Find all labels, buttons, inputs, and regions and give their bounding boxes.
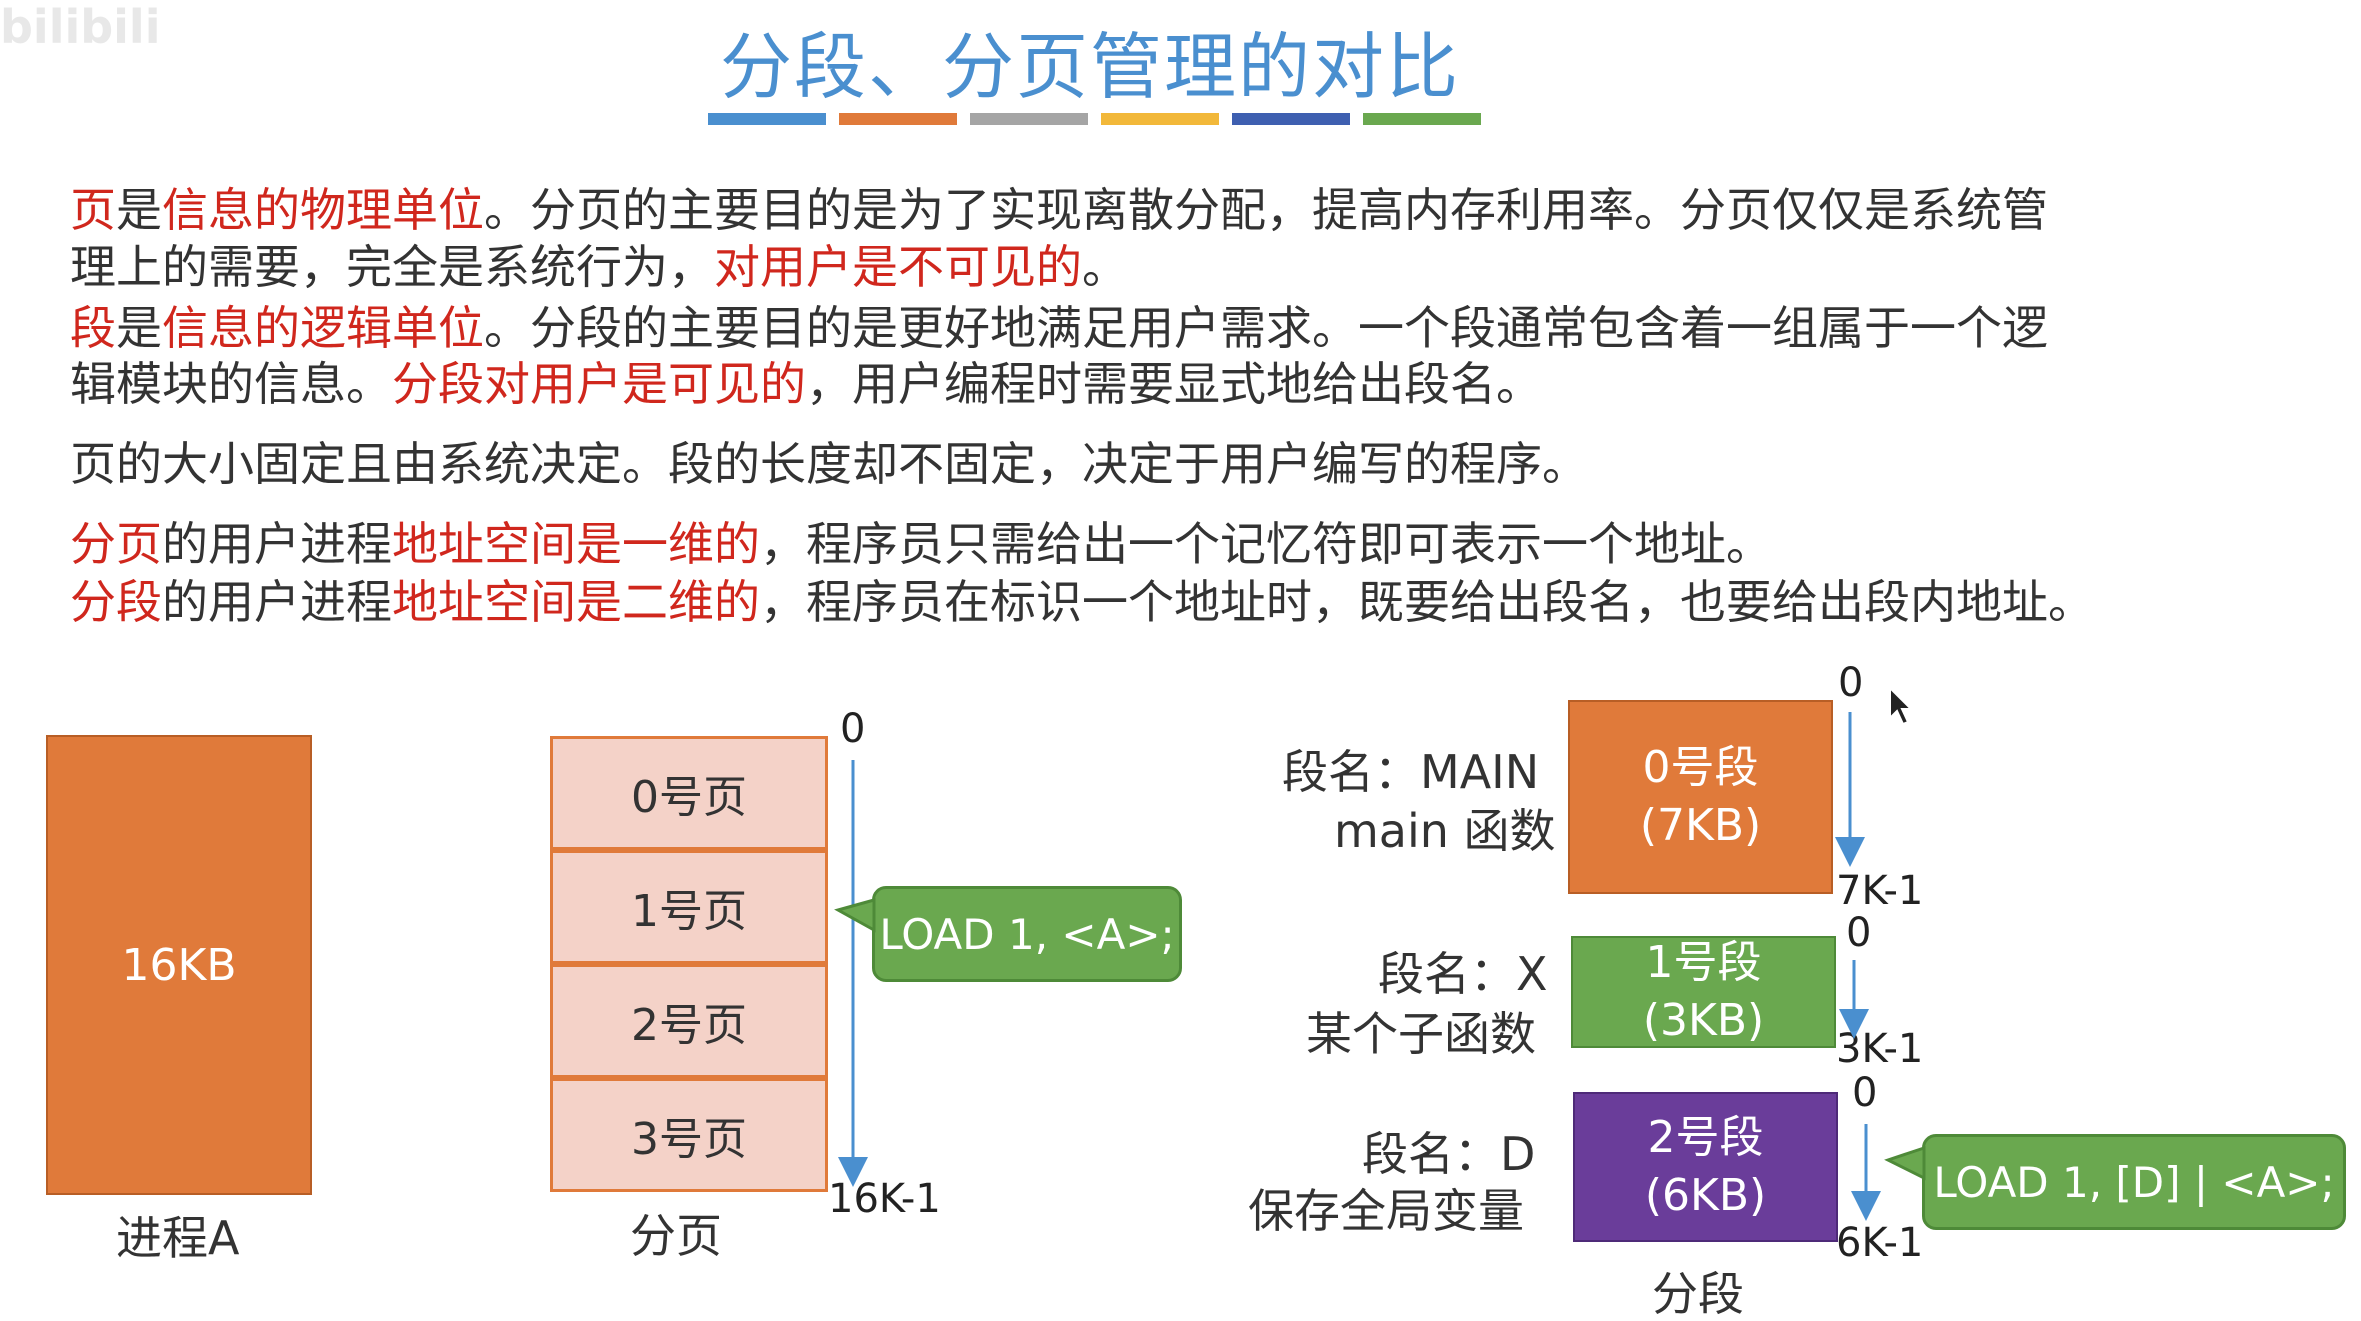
- page-1-label: 1号页: [631, 886, 747, 937]
- title-bar-segment: [970, 113, 1088, 125]
- segment-2-name: 段名：D: [1362, 1127, 1536, 1181]
- segment-2-size: (6KB): [1644, 1170, 1767, 1221]
- segment-1-desc: 某个子函数: [1306, 1007, 1536, 1061]
- segment-2-title: 2号段: [1647, 1112, 1764, 1163]
- bilibili-watermark: bilibili: [0, 0, 161, 54]
- text-run: 分页: [70, 517, 162, 571]
- segment-0-start: 0: [1838, 660, 1864, 706]
- segment-1-title: 1号段: [1645, 937, 1762, 988]
- paging-instruction-callout: LOAD 1, <A>;: [872, 886, 1182, 982]
- text-run: 信息的物理单位: [162, 183, 484, 237]
- text-run: ，用户编程时需要显式地给出段名。: [806, 357, 1542, 411]
- para-paging-address: 分页的用户进程地址空间是一维的，程序员只需给出一个记忆符即可表示一个地址。: [70, 516, 1772, 573]
- segment-1-name: 段名：X: [1378, 947, 1548, 1001]
- text-run: 。分段的主要目的是更好地满足用户需求。一个段通常包含着一组属于一个逻: [484, 301, 2048, 355]
- text-run: 页的大小固定且由系统决定。段的长度却不固定，决定于用户编写的程序。: [70, 437, 1588, 491]
- segment-0-box: 0号段 (7KB): [1568, 700, 1833, 894]
- mouse-cursor-icon: [1889, 685, 1914, 726]
- title-underline-bars: [708, 113, 1481, 125]
- slide-title: 分段、分页管理的对比: [719, 25, 1460, 109]
- para-segment-line1: 段是信息的逻辑单位。分段的主要目的是更好地满足用户需求。一个段通常包含着一组属于…: [70, 300, 2048, 357]
- segment-0-desc: main 函数: [1334, 804, 1556, 858]
- paging-start: 0: [840, 706, 866, 752]
- segment-0-end: 7K-1: [1836, 868, 1924, 914]
- segment-instruction-text: LOAD 1, [D] | <A>;: [1933, 1157, 2335, 1207]
- para-segment-address: 分段的用户进程地址空间是二维的，程序员在标识一个地址时，既要给出段名，也要给出段…: [70, 574, 2094, 631]
- text-run: 。分页的主要目的是为了实现离散分配，提高内存利用率。分页仅仅是系统管: [484, 183, 2048, 237]
- text-run: 段: [70, 301, 116, 355]
- text-run: 的用户进程: [162, 517, 392, 571]
- text-run: 地址空间是一维的: [392, 517, 760, 571]
- text-run: 页: [70, 183, 116, 237]
- process-size: 16KB: [121, 939, 237, 991]
- para-page-line2: 理上的需要，完全是系统行为，对用户是不可见的。: [70, 239, 1128, 296]
- segment-1-box: 1号段 (3KB): [1571, 936, 1836, 1048]
- text-run: 是: [116, 183, 162, 237]
- para-page-line1: 页是信息的物理单位。分页的主要目的是为了实现离散分配，提高内存利用率。分页仅仅是…: [70, 182, 2048, 239]
- text-run: 辑模块的信息。: [70, 357, 392, 411]
- segment-1-start: 0: [1846, 910, 1872, 956]
- text-run: 分段对用户是可见的: [392, 357, 806, 411]
- segmentation-label: 分段: [1652, 1267, 1744, 1321]
- process-a-box: 16KB: [46, 735, 312, 1195]
- text-run: ，程序员只需给出一个记忆符即可表示一个地址。: [760, 517, 1772, 571]
- segment-instruction-callout: LOAD 1, [D] | <A>;: [1922, 1134, 2346, 1230]
- segment-2-start: 0: [1852, 1070, 1878, 1116]
- page-0-label: 0号页: [631, 772, 747, 823]
- text-run: 对用户是不可见的: [714, 240, 1082, 294]
- text-run: 。: [1082, 240, 1128, 294]
- text-run: 信息的逻辑单位: [162, 301, 484, 355]
- page-1: 1号页: [550, 850, 828, 964]
- page-2-label: 2号页: [631, 1000, 747, 1051]
- page-2: 2号页: [550, 964, 828, 1078]
- segment-2-end: 6K-1: [1836, 1220, 1924, 1266]
- text-run: ，程序员在标识一个地址时，既要给出段名，也要给出段内地址。: [760, 575, 2094, 629]
- segment-2-box: 2号段 (6KB): [1573, 1092, 1838, 1242]
- segment-0-title: 0号段: [1642, 742, 1759, 793]
- paging-instruction-text: LOAD 1, <A>;: [879, 909, 1175, 959]
- page-3: 3号页: [550, 1078, 828, 1192]
- title-bar-segment: [1363, 113, 1481, 125]
- paging-label: 分页: [630, 1209, 722, 1263]
- title-bar-segment: [708, 113, 826, 125]
- text-run: 地址空间是二维的: [392, 575, 760, 629]
- title-bar-segment: [839, 113, 957, 125]
- paging-callout-pointer: [834, 898, 876, 933]
- segment-0-size: (7KB): [1639, 800, 1762, 851]
- segment-1-size: (3KB): [1642, 995, 1765, 1046]
- para-segment-line2: 辑模块的信息。分段对用户是可见的，用户编程时需要显式地给出段名。: [70, 356, 1542, 413]
- process-label: 进程A: [116, 1211, 240, 1265]
- text-run: 的用户进程: [162, 575, 392, 629]
- title-bar-segment: [1232, 113, 1350, 125]
- page-0: 0号页: [550, 736, 828, 850]
- text-run: 是: [116, 301, 162, 355]
- para-size: 页的大小固定且由系统决定。段的长度却不固定，决定于用户编写的程序。: [70, 436, 1588, 493]
- text-run: 分段: [70, 575, 162, 629]
- segment-callout-pointer: [1884, 1145, 1926, 1181]
- title-bar-segment: [1101, 113, 1219, 125]
- page-3-label: 3号页: [631, 1114, 747, 1165]
- text-run: 理上的需要，完全是系统行为，: [70, 240, 714, 294]
- segment-2-desc: 保存全局变量: [1248, 1184, 1524, 1238]
- segment-0-name: 段名：MAIN: [1282, 745, 1540, 799]
